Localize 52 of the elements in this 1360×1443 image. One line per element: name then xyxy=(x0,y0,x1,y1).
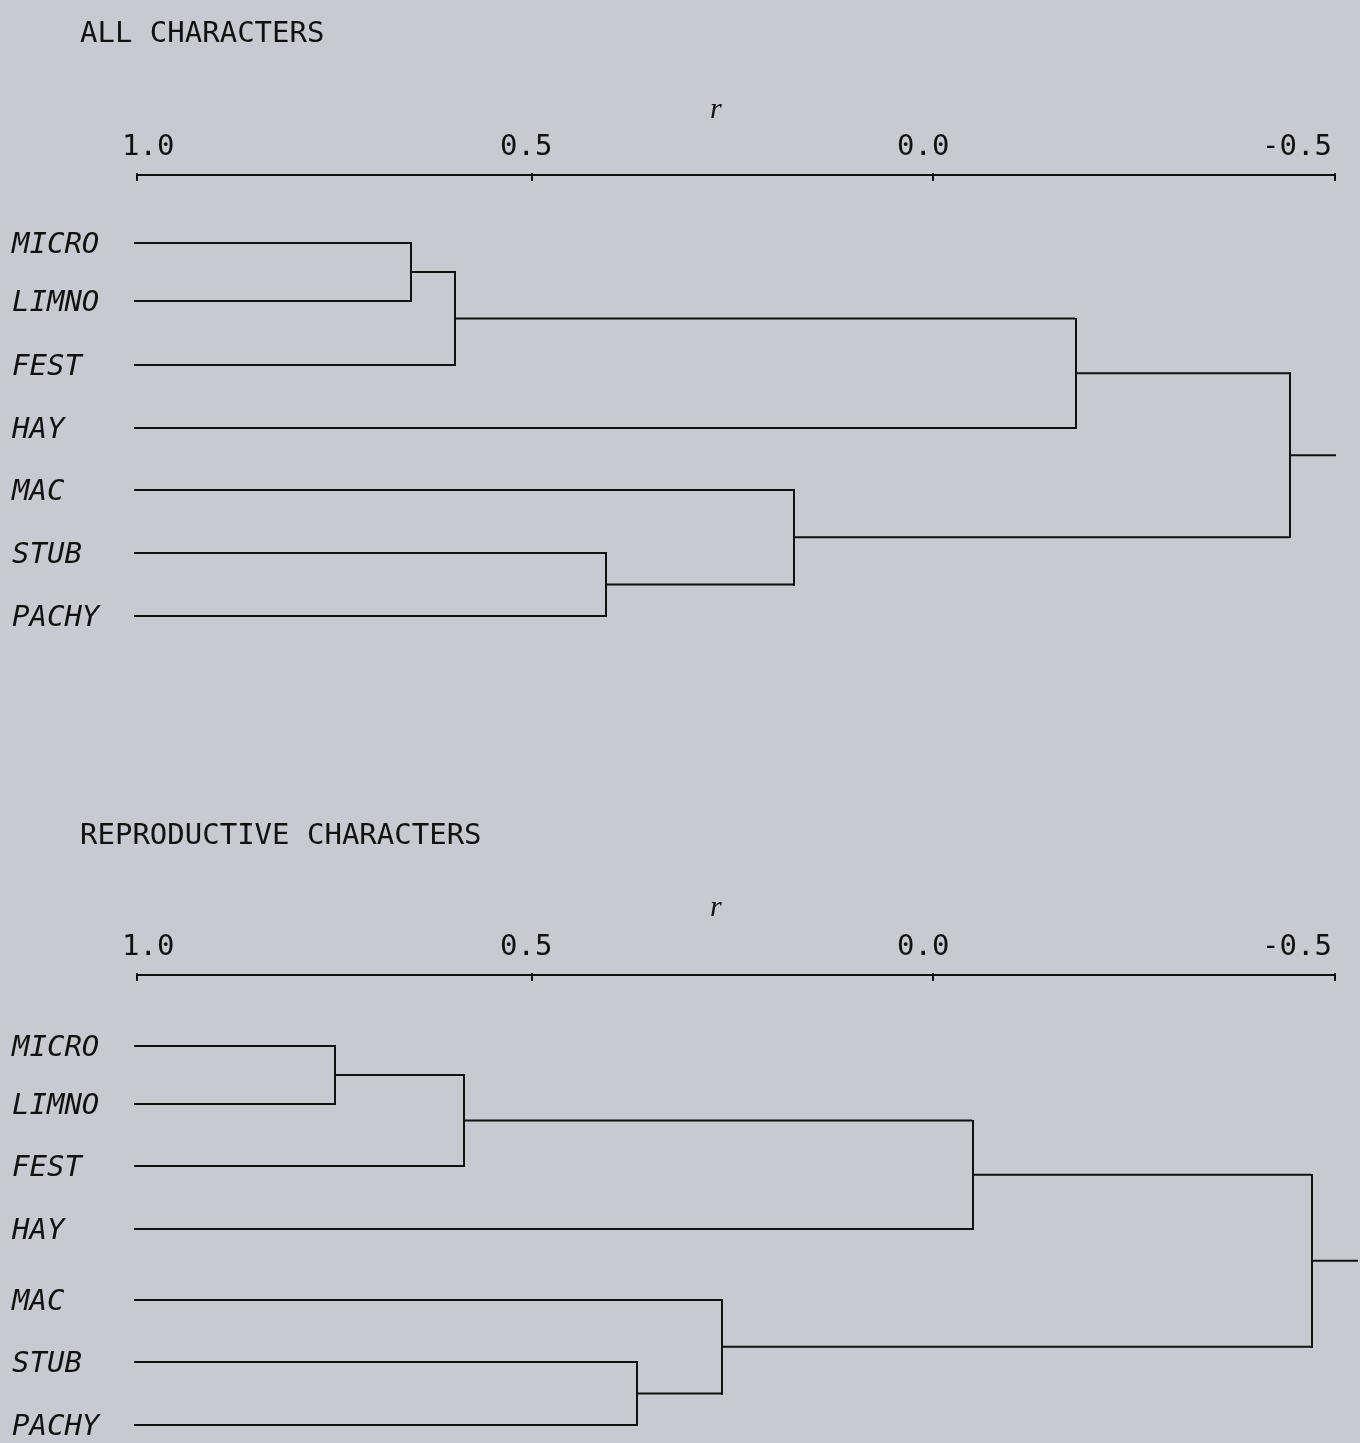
taxon-label: HAY xyxy=(12,1211,134,1247)
tick-label: 1.0 xyxy=(122,927,175,963)
dendrogram-branch xyxy=(133,1228,973,1230)
dendrogram-branch xyxy=(133,1424,637,1426)
dendrogram-branch xyxy=(133,1361,637,1363)
tick-label: 0.0 xyxy=(897,127,950,163)
axis-title: r xyxy=(710,93,722,123)
dendrogram-branch xyxy=(1290,454,1337,457)
taxon-label: MAC xyxy=(12,472,134,508)
dendrogram-branch xyxy=(464,1119,973,1122)
taxon-label: LIMNO xyxy=(12,283,134,319)
taxon-label: PACHY xyxy=(12,598,134,634)
taxon-label: LIMNO xyxy=(12,1086,134,1122)
tick-label: -0.5 xyxy=(1262,927,1332,963)
taxon-label: MICRO xyxy=(12,225,134,261)
dendrogram-branch xyxy=(133,300,411,302)
dendrogram-branch xyxy=(133,364,455,366)
dendrogram-branch xyxy=(133,427,1076,429)
tick-label: 0.0 xyxy=(897,927,950,963)
taxon-label: PACHY xyxy=(12,1407,134,1443)
tick-label: 1.0 xyxy=(122,127,175,163)
dendrogram-branch xyxy=(411,271,455,273)
dendrogram-branch xyxy=(133,615,606,617)
dendrogram-branch xyxy=(794,536,1290,539)
taxon-label: STUB xyxy=(12,1344,134,1380)
dendrogram-branch xyxy=(606,583,794,586)
dendrogram-branch xyxy=(133,242,411,244)
dendrogram-branch xyxy=(133,1103,335,1105)
dendrogram-branch xyxy=(133,489,794,491)
taxon-label: FEST xyxy=(12,1148,134,1184)
dendrogram-branch xyxy=(637,1392,722,1395)
dendrogram-branch xyxy=(1312,1259,1359,1262)
dendrogram-branch xyxy=(1076,372,1290,375)
dendrogram-branch xyxy=(133,1045,335,1047)
panel-heading: ALL CHARACTERS xyxy=(80,14,325,50)
taxon-label: STUB xyxy=(12,535,134,571)
tick-label: 0.5 xyxy=(500,127,553,163)
panel-heading: REPRODUCTIVE CHARACTERS xyxy=(80,816,482,852)
dendrogram-branch xyxy=(133,552,606,554)
axis-title: r xyxy=(710,891,722,921)
dendrogram-branch xyxy=(722,1345,1312,1348)
tick-label: -0.5 xyxy=(1262,127,1332,163)
taxon-label: MICRO xyxy=(12,1028,134,1064)
dendrogram-branch xyxy=(133,1299,722,1301)
tick-label: 0.5 xyxy=(500,927,553,963)
dendrogram-branch xyxy=(335,1074,464,1076)
dendrogram-branch xyxy=(455,317,1076,320)
taxon-label: MAC xyxy=(12,1282,134,1318)
dendrogram-branch xyxy=(133,1165,464,1167)
taxon-label: HAY xyxy=(12,410,134,446)
dendrogram-branch xyxy=(973,1173,1312,1176)
taxon-label: FEST xyxy=(12,347,134,383)
